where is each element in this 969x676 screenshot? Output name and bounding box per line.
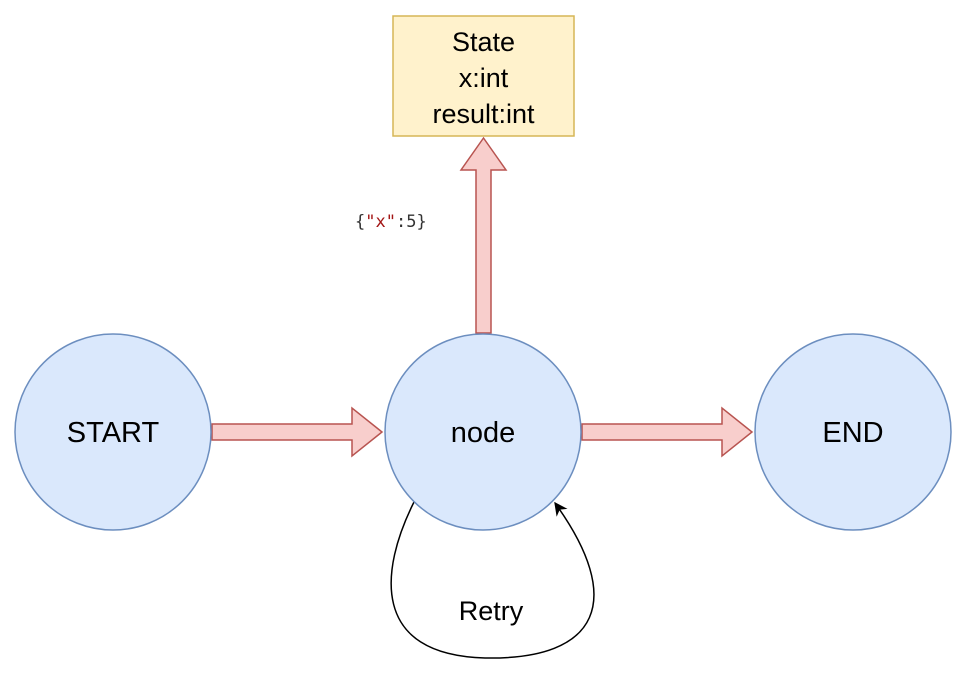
state-box-field-result: result:int <box>432 99 535 129</box>
start-node-circle <box>14 333 212 531</box>
end-node-label: END <box>822 417 883 449</box>
state-box-rect <box>392 15 575 137</box>
payload-close-brace: } <box>416 212 426 232</box>
process-node-label: node <box>451 417 516 449</box>
start-node[interactable]: START <box>14 333 212 531</box>
payload-open-brace: { <box>355 212 365 232</box>
state-update-payload: {"x":5} <box>355 212 427 232</box>
arrow-node-to-end[interactable] <box>581 406 754 458</box>
end-node[interactable]: END <box>754 333 952 531</box>
state-box-title: State <box>452 27 515 57</box>
process-node-circle <box>384 333 582 531</box>
retry-label: Retry <box>459 596 524 626</box>
payload-value: 5 <box>406 212 416 232</box>
retry-loop-edge[interactable] <box>390 501 595 659</box>
arrow-node-to-state[interactable] <box>459 136 508 334</box>
payload-key: "x" <box>365 212 396 232</box>
start-node-label: START <box>67 417 160 449</box>
arrow-start-to-node[interactable] <box>211 406 384 458</box>
state-box[interactable]: State x:int result:int <box>392 15 575 137</box>
state-box-field-x: x:int <box>459 63 509 93</box>
payload-colon: : <box>396 212 406 232</box>
process-node[interactable]: node <box>384 333 582 531</box>
end-node-circle <box>754 333 952 531</box>
